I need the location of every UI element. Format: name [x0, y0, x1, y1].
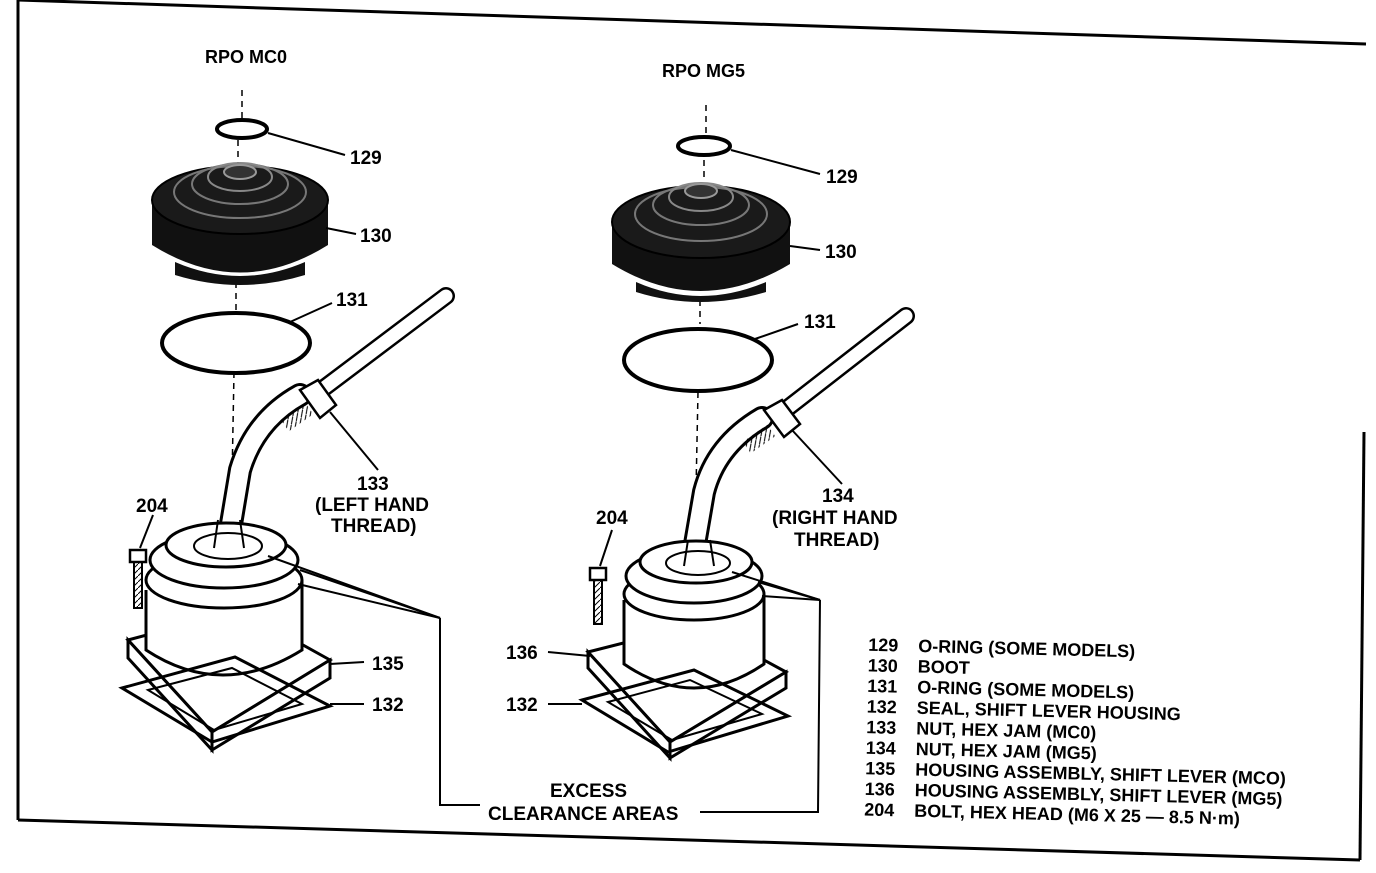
legend-number: 132: [867, 697, 898, 718]
label-131: 131: [336, 290, 368, 311]
legend-description: NUT, HEX JAM (MC0): [916, 718, 1096, 742]
right-title: RPO MG5: [662, 61, 745, 81]
oring-small: [676, 135, 732, 157]
frame: [16, 0, 1367, 862]
label-134-line2: (RIGHT HAND: [772, 508, 898, 529]
legend-description: NUT, HEX JAM (MG5): [916, 739, 1097, 763]
label-135: 135: [372, 654, 404, 675]
label-134-line3: THREAD): [794, 530, 880, 551]
clearance-label-line1: EXCESS: [550, 781, 627, 802]
clearance-label-line2: CLEARANCE AREAS: [488, 804, 678, 825]
label-130: 130: [825, 242, 857, 263]
oring-large: [160, 311, 312, 375]
seal: [118, 655, 334, 744]
legend-number: 135: [865, 758, 896, 779]
legend-number: 133: [866, 717, 897, 738]
oring-large: [622, 327, 774, 393]
legend-description: BOOT: [918, 657, 970, 678]
clearance-leaders-right: [700, 571, 821, 813]
label-133-line2: (LEFT HAND: [315, 495, 429, 516]
label-204: 204: [136, 496, 168, 517]
label-204: 204: [596, 508, 628, 529]
left-assembly: RPO MC0 129 130 131: [118, 47, 480, 806]
label-136: 136: [506, 643, 538, 664]
right-assembly: RPO MG5 129 130 131: [506, 61, 915, 813]
oring-small: [215, 118, 269, 140]
legend-number: 136: [865, 779, 896, 800]
legend-number: 134: [866, 738, 897, 759]
bolt: [588, 529, 613, 625]
shift-lever: [682, 307, 915, 562]
left-title: RPO MC0: [205, 47, 287, 67]
label-129: 129: [350, 148, 382, 169]
legend-number: 130: [868, 655, 899, 676]
housing: [125, 519, 333, 754]
bolt: [128, 514, 154, 609]
shift-lever: [218, 287, 455, 542]
legend-number: 131: [867, 676, 898, 697]
boot: [611, 182, 791, 302]
label-131: 131: [804, 312, 836, 333]
label-130: 130: [360, 226, 392, 247]
housing: [585, 539, 790, 762]
label-134: 134: [822, 486, 854, 507]
boot: [151, 162, 329, 285]
label-133: 133: [357, 474, 389, 495]
label-133-line3: THREAD): [331, 516, 417, 537]
legend-number: 129: [868, 635, 899, 656]
clearance-leaders-left: [267, 555, 480, 806]
seal: [578, 668, 793, 754]
label-132: 132: [506, 695, 538, 716]
label-132: 132: [372, 695, 404, 716]
label-129: 129: [826, 167, 858, 188]
legend-number: 204: [864, 800, 895, 821]
